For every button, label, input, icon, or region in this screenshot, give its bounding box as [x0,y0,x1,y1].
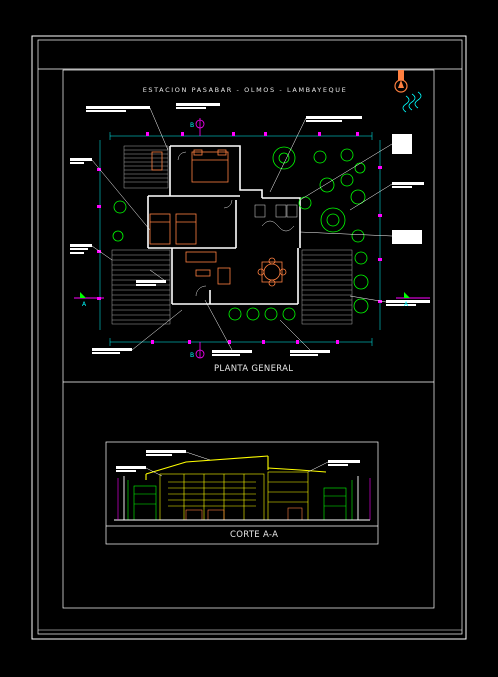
section-caption: CORTE A-A [230,530,279,540]
section-building [159,471,309,521]
north-arrow-icon [394,70,422,113]
plan-furniture [149,149,287,287]
section-roof [145,455,327,480]
section-marker-icon: A A B B [74,118,430,359]
hatched-terraces [111,145,353,325]
svg-text:B: B [190,352,194,359]
section-callouts [116,450,360,477]
plan-walls [147,145,301,305]
tree-icons [112,146,369,321]
section-ground [114,476,370,521]
svg-text:A: A [82,301,87,308]
plan-header: ESTACION PASABAR - OLMOS - LAMBAYEQUE [142,86,348,94]
svg-text:B: B [190,122,194,129]
plan-wall-details [177,151,298,297]
callout-labels [70,103,430,356]
section-frame [105,441,379,545]
section-dimensions [117,478,371,520]
plan-caption: PLANTA GENERAL [214,364,294,374]
svg-text:A: A [404,301,409,308]
sheet-frame [31,35,467,640]
